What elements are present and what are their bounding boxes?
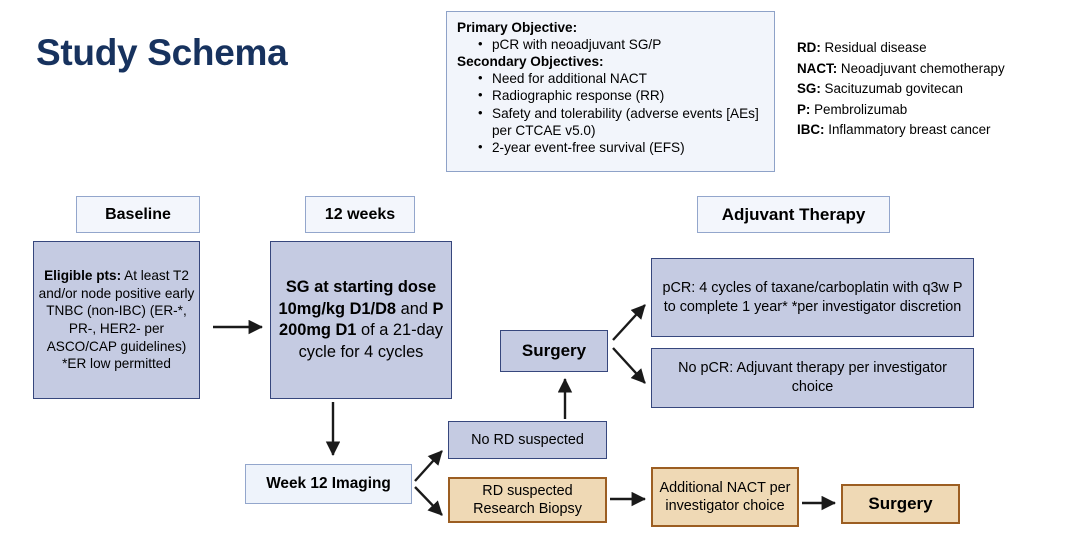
legend-abbr: NACT: — [797, 60, 838, 76]
legend-row: IBC: Inflammatory breast cancer — [797, 120, 1072, 141]
arrow-imaging-to-rd-biopsy — [414, 486, 443, 516]
list-item: 2-year event-free survival (EFS) — [478, 138, 766, 156]
primary-objective-heading: Primary Objective: — [457, 20, 578, 35]
list-item: Need for additional NACT — [478, 69, 766, 87]
eligible-bold-lead: Eligible pts: — [44, 268, 122, 284]
legend-definition: Inflammatory breast cancer — [828, 122, 991, 138]
eligible-body: At least T2 and/or node positive early T… — [38, 268, 195, 372]
legend-abbr: RD: — [797, 40, 821, 55]
treatment-seg-and: and — [396, 299, 433, 318]
legend-row: NACT: Neoadjuvant chemotherapy — [797, 59, 1072, 80]
header-adjuvant-therapy: Adjuvant Therapy — [697, 196, 890, 233]
box-week-12-imaging: Week 12 Imaging — [245, 464, 412, 504]
list-item: pCR with neoadjuvant SG/P — [478, 35, 766, 53]
list-item: Radiographic response (RR) — [478, 86, 766, 104]
legend-row: RD: Residual disease — [797, 38, 1072, 59]
secondary-objectives-heading: Secondary Objectives: — [457, 54, 604, 70]
legend-definition: Residual disease — [824, 40, 927, 55]
box-rd-suspected-research-biopsy: RD suspected Research Biopsy — [448, 477, 607, 523]
treatment-seg-p: P 200mg D1 — [278, 299, 444, 340]
box-pcr-adjuvant: pCR: 4 cycles of taxane/carboplatin with… — [651, 258, 974, 337]
secondary-objective-list: Need for additional NACT Radiographic re… — [457, 69, 766, 156]
arrow-surgery-to-no-pcr — [612, 347, 646, 384]
header-baseline: Baseline — [76, 196, 200, 233]
legend-definition: Neoadjuvant chemotherapy — [840, 60, 1005, 76]
treatment-seg-cycle: of a 21-day cycle for 4 cycles — [298, 321, 444, 361]
legend-row: P: Pembrolizumab — [797, 100, 1072, 121]
header-12-weeks: 12 weeks — [305, 196, 415, 233]
abbreviation-legend: RD: Residual disease NACT: Neoadjuvant c… — [797, 38, 1072, 141]
treatment-seg-sg: SG at starting dose 10mg/kg D1/D8 — [278, 278, 437, 318]
objectives-panel: Primary Objective: pCR with neoadjuvant … — [446, 11, 775, 172]
legend-abbr: IBC: — [797, 122, 825, 138]
box-eligible-patients: Eligible pts: At least T2 and/or node po… — [33, 241, 200, 399]
legend-row: SG: Sacituzumab govitecan — [797, 79, 1072, 100]
arrow-surgery-to-pcr — [612, 304, 646, 341]
box-surgery-after-nact: Surgery — [841, 484, 960, 524]
page-title: Study Schema — [36, 32, 288, 73]
legend-abbr: SG: — [797, 81, 821, 97]
primary-objective-list: pCR with neoadjuvant SG/P — [457, 35, 766, 53]
box-treatment-regimen: SG at starting dose 10mg/kg D1/D8 and P … — [270, 241, 452, 399]
box-additional-nact: Additional NACT per investigator choice — [651, 467, 799, 527]
box-surgery-primary: Surgery — [500, 330, 608, 372]
legend-definition: Sacituzumab govitecan — [824, 81, 963, 97]
box-no-rd-suspected: No RD suspected — [448, 421, 607, 459]
arrow-imaging-to-no-rd — [414, 450, 443, 482]
legend-definition: Pembrolizumab — [814, 101, 908, 117]
legend-abbr: P: — [797, 101, 811, 117]
box-no-pcr-adjuvant: No pCR: Adjuvant therapy per investigato… — [651, 348, 974, 408]
list-item: Safety and tolerability (adverse events … — [478, 104, 766, 139]
